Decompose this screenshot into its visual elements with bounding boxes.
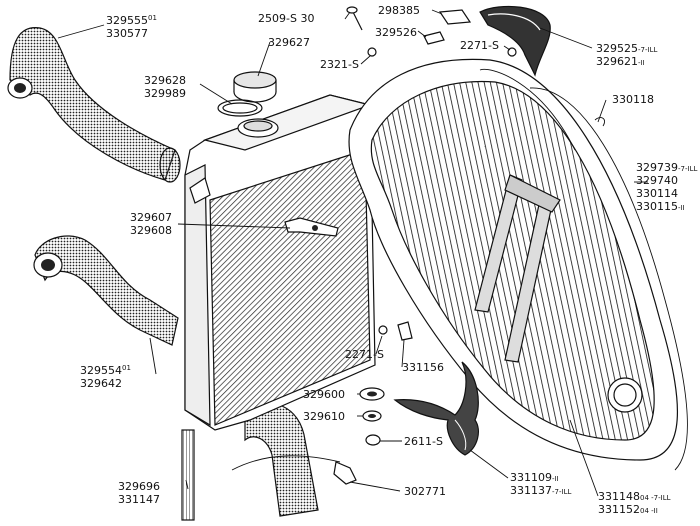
- washer-b-icon: [362, 410, 382, 422]
- drain-cock-label: 302771: [404, 485, 446, 498]
- leader-lines: [57, 9, 648, 497]
- side-rod-icon: [529, 87, 688, 471]
- drain-hose-label-1: 329696: [118, 480, 160, 493]
- washer-a-label: 329600: [303, 388, 345, 401]
- cap-gasket-label-2: 329989: [144, 87, 186, 100]
- emblem-label-2: 331137-7-ILL: [510, 484, 571, 497]
- top-clip-icon: [438, 9, 472, 25]
- mid-nut-icon: [378, 325, 388, 335]
- drain-hose-icon: [181, 429, 195, 521]
- top-ornament-icon: [479, 5, 551, 77]
- lower-hose-icon: [33, 235, 179, 346]
- grille-bottom-label-1: 33114804 -7-ILL: [598, 490, 671, 503]
- overflow-clip-label-1: 329607: [130, 211, 172, 224]
- nut-mid-label: 2271-S: [345, 348, 384, 361]
- clip-mid-label: 331156: [402, 361, 444, 374]
- clip-top-2-label: 329526: [375, 26, 417, 39]
- screw-top-label: 2509-S 30: [258, 12, 314, 25]
- cap-gasket-label-1: 329628: [144, 74, 186, 87]
- nut-top-a-label: 2321-S: [320, 58, 359, 71]
- emblem-label-1: 331109-II: [510, 471, 559, 484]
- top-nut-a-icon: [367, 47, 377, 57]
- clip-top-label: 298385: [378, 4, 420, 17]
- grille-bottom-label-2: 33115204 -II: [598, 503, 658, 516]
- grille-parts-label-1: 329739-7-ILL: [636, 161, 697, 174]
- low-nut-icon: [365, 434, 381, 446]
- mid-clip-icon: [397, 321, 413, 341]
- upper-hose-icon: [7, 27, 181, 183]
- hose-lower-left-label-2: 329642: [80, 377, 122, 390]
- top-clip-2-icon: [423, 31, 445, 45]
- emblem-icon: [393, 361, 479, 456]
- grille-parts-label-4: 330115-II: [636, 200, 685, 213]
- nut-top-b-label: 2271-S: [460, 39, 499, 52]
- hose-top-left-label-2: 330577: [106, 27, 148, 40]
- cap-gasket-icon: [217, 99, 263, 117]
- grille-parts-label-3: 330114: [636, 187, 678, 200]
- drain-hose-label-2: 331147: [118, 493, 160, 506]
- grille-parts-label-2: 329740: [636, 174, 678, 187]
- radiator-core-icon: [184, 94, 376, 431]
- overflow-clip-icon: [284, 217, 339, 237]
- top-screw-icon: [346, 6, 363, 31]
- cap-part-label: 329627: [268, 36, 310, 49]
- ornament-top-label-2: 329621-II: [596, 55, 645, 68]
- washer-b-label: 329610: [303, 410, 345, 423]
- hose-top-left-label-1: 32955501: [106, 14, 157, 27]
- nut-low-label: 2611-S: [404, 435, 443, 448]
- grille-shell-icon: [348, 58, 678, 461]
- ornament-top-label-1: 329525-7-ILL: [596, 42, 657, 55]
- rod-right-label: 330118: [612, 93, 654, 106]
- washer-a-icon: [359, 387, 385, 401]
- filler-cap-icon: [233, 71, 277, 103]
- part-labels: 32955501 330577 329627 329628 329989 250…: [80, 4, 697, 516]
- hose-lower-left-label-1: 32955401: [80, 364, 131, 377]
- overflow-clip-label-2: 329608: [130, 224, 172, 237]
